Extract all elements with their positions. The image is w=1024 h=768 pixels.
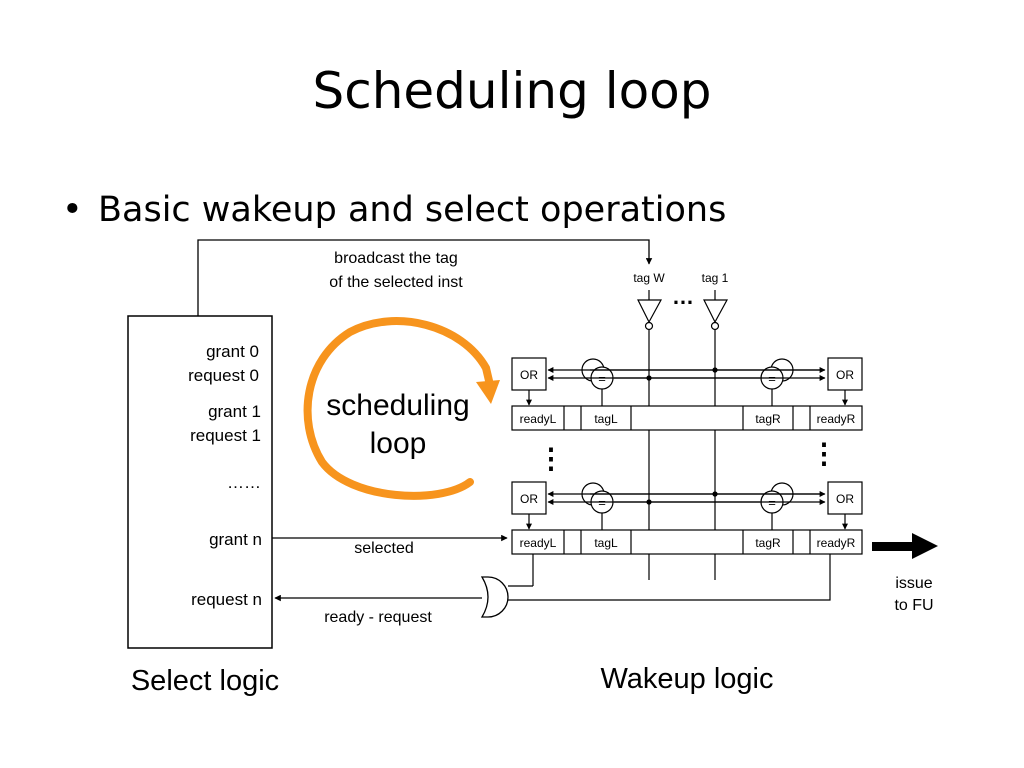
bus-junction-1 xyxy=(712,367,718,373)
label-request-n: request n xyxy=(191,590,262,609)
bus-junction-w xyxy=(646,499,652,505)
bullet-item: • Basic wakeup and select operations xyxy=(62,190,726,230)
field-readyR: readyR xyxy=(817,536,856,550)
ready-request-label: ready - request xyxy=(324,609,432,626)
or-gate-left xyxy=(511,481,547,515)
tag-w-driver xyxy=(637,299,663,324)
label-select-ellipsis: …… xyxy=(227,473,261,492)
or-gate-right-label: OR xyxy=(836,492,854,506)
slide-title: Scheduling loop xyxy=(312,62,712,120)
field-tagL: tagL xyxy=(594,412,618,426)
field-tagL: tagL xyxy=(594,536,618,550)
wakeup-row-0: OR OR = = readyL tagL tagR readyR xyxy=(511,357,863,431)
tag-w-driver-bubble xyxy=(644,321,654,331)
tag-1-driver xyxy=(703,299,729,324)
row-ellipsis-left: ⋮ xyxy=(537,443,565,474)
and-gate xyxy=(480,576,509,618)
bus-junction-w xyxy=(646,375,652,381)
selected-label: selected xyxy=(354,540,414,557)
field-readyL: readyL xyxy=(520,412,557,426)
tag-1-driver-bubble xyxy=(710,321,720,331)
scheduling-loop-arrowhead xyxy=(476,380,500,404)
issue-arrow xyxy=(872,533,938,559)
broadcast-path xyxy=(197,239,653,316)
field-tagR: tagR xyxy=(755,412,781,426)
entry-register xyxy=(511,405,863,431)
broadcast-label-line1: broadcast the tag xyxy=(334,250,458,267)
broadcast-label-line2: of the selected inst xyxy=(329,274,463,291)
tag-w-label: tag W xyxy=(633,271,665,285)
or-gate-left-label: OR xyxy=(520,368,538,382)
scheduling-loop-label-line2: loop xyxy=(370,427,427,460)
or-gate-left-label: OR xyxy=(520,492,538,506)
scheduling-loop-arrow xyxy=(303,317,494,500)
wakeup-logic-caption: Wakeup logic xyxy=(600,663,773,695)
field-tagR: tagR xyxy=(755,536,781,550)
select-logic-caption: Select logic xyxy=(131,665,279,697)
tag-ellipsis: … xyxy=(672,284,694,309)
select-logic-box xyxy=(127,315,273,649)
label-request-0: request 0 xyxy=(188,366,259,385)
label-grant-0: grant 0 xyxy=(206,342,259,361)
issue-label-line2: to FU xyxy=(894,597,933,614)
wakeup-row-n: OR OR = = readyL tagL tagR readyR xyxy=(511,481,863,555)
bullet-dot: • xyxy=(62,190,83,230)
scheduling-loop-label-line1: scheduling xyxy=(326,389,469,422)
bus-junction-1 xyxy=(712,491,718,497)
readyR-to-and xyxy=(508,554,831,601)
entry-register xyxy=(511,529,863,555)
label-request-1: request 1 xyxy=(190,426,261,445)
tag-1-label: tag 1 xyxy=(702,271,729,285)
label-grant-1: grant 1 xyxy=(208,402,261,421)
field-readyL: readyL xyxy=(520,536,557,550)
field-readyR: readyR xyxy=(817,412,856,426)
row-ellipsis-right: ⋮ xyxy=(810,438,838,469)
or-gate-right xyxy=(827,481,863,515)
label-grant-n: grant n xyxy=(209,530,262,549)
bullet-text: Basic wakeup and select operations xyxy=(98,190,727,230)
issue-label-line1: issue xyxy=(895,575,932,592)
or-gate-right xyxy=(827,357,863,391)
or-gate-right-label: OR xyxy=(836,368,854,382)
